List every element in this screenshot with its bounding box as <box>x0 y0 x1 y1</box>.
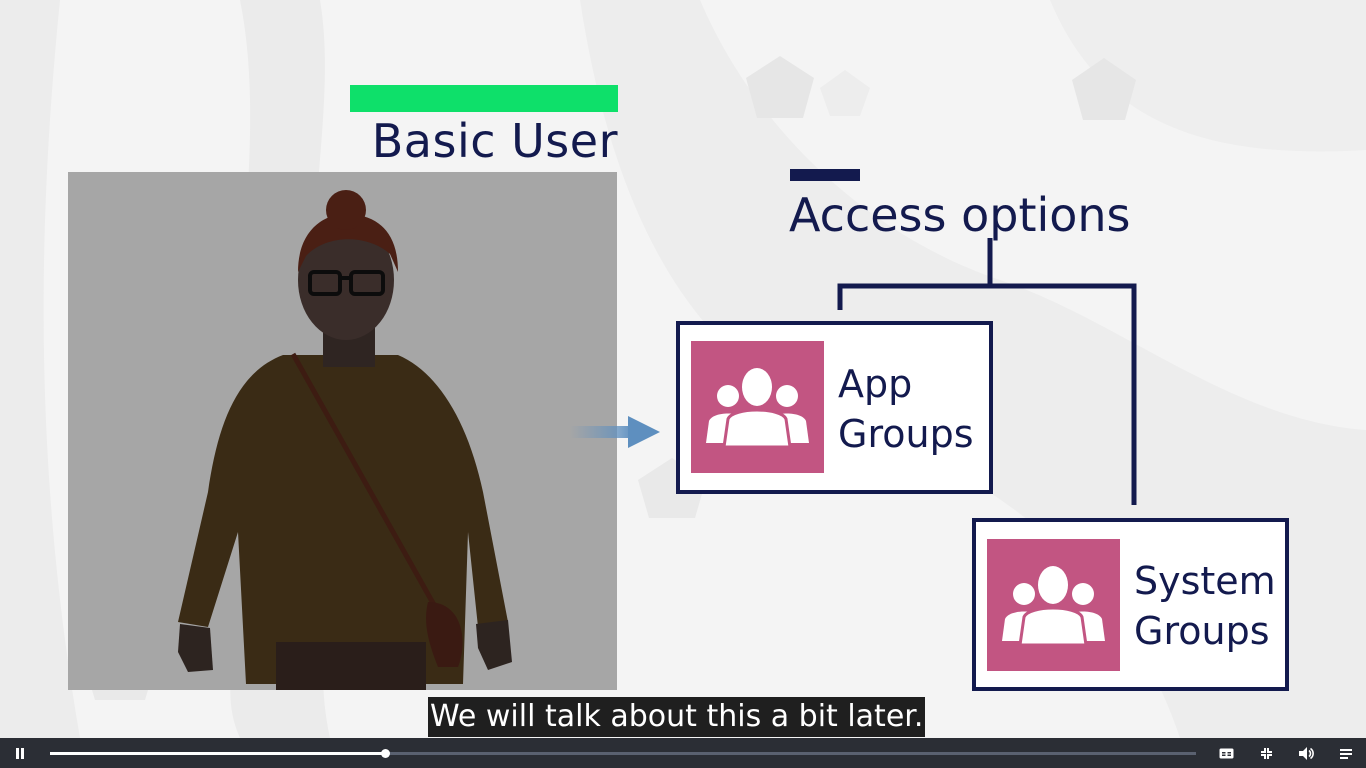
seek-bar-progress <box>50 752 385 755</box>
volume-button[interactable] <box>1291 738 1321 768</box>
user-illustration <box>68 172 617 690</box>
menu-icon <box>1340 748 1352 759</box>
video-frame[interactable]: Basic User <box>0 0 1366 738</box>
access-accent-bar <box>790 169 860 181</box>
user-group-icon <box>987 539 1120 671</box>
app-groups-label-line2: Groups <box>838 412 974 456</box>
app-groups-label: App Groups <box>838 359 974 459</box>
app-groups-label-line1: App <box>838 362 913 406</box>
system-groups-label-line1: System <box>1134 559 1276 603</box>
arrow-right-icon <box>570 416 660 448</box>
captions-button[interactable] <box>1211 738 1241 768</box>
pause-button[interactable] <box>5 738 35 768</box>
volume-icon <box>1298 746 1314 760</box>
transcript-button[interactable] <box>1331 738 1361 768</box>
icon-background <box>691 341 824 473</box>
user-group-icon <box>691 341 824 473</box>
system-groups-label: System Groups <box>1134 556 1276 656</box>
system-groups-card[interactable]: System Groups <box>972 518 1289 691</box>
pause-icon <box>16 747 24 759</box>
access-options-title: Access options <box>789 188 1131 242</box>
app-groups-card[interactable]: App Groups <box>676 321 993 494</box>
player-control-bar <box>0 738 1366 768</box>
title-accent-bar <box>350 85 618 112</box>
subtitle-caption: We will talk about this a bit later. <box>428 697 926 737</box>
seek-handle[interactable] <box>381 749 390 758</box>
exit-fullscreen-button[interactable] <box>1251 738 1281 768</box>
cc-icon <box>1219 748 1233 758</box>
system-groups-label-line2: Groups <box>1134 609 1270 653</box>
seek-bar[interactable] <box>50 749 1196 758</box>
slide-title: Basic User <box>371 114 618 168</box>
exit-fullscreen-icon <box>1260 747 1272 759</box>
